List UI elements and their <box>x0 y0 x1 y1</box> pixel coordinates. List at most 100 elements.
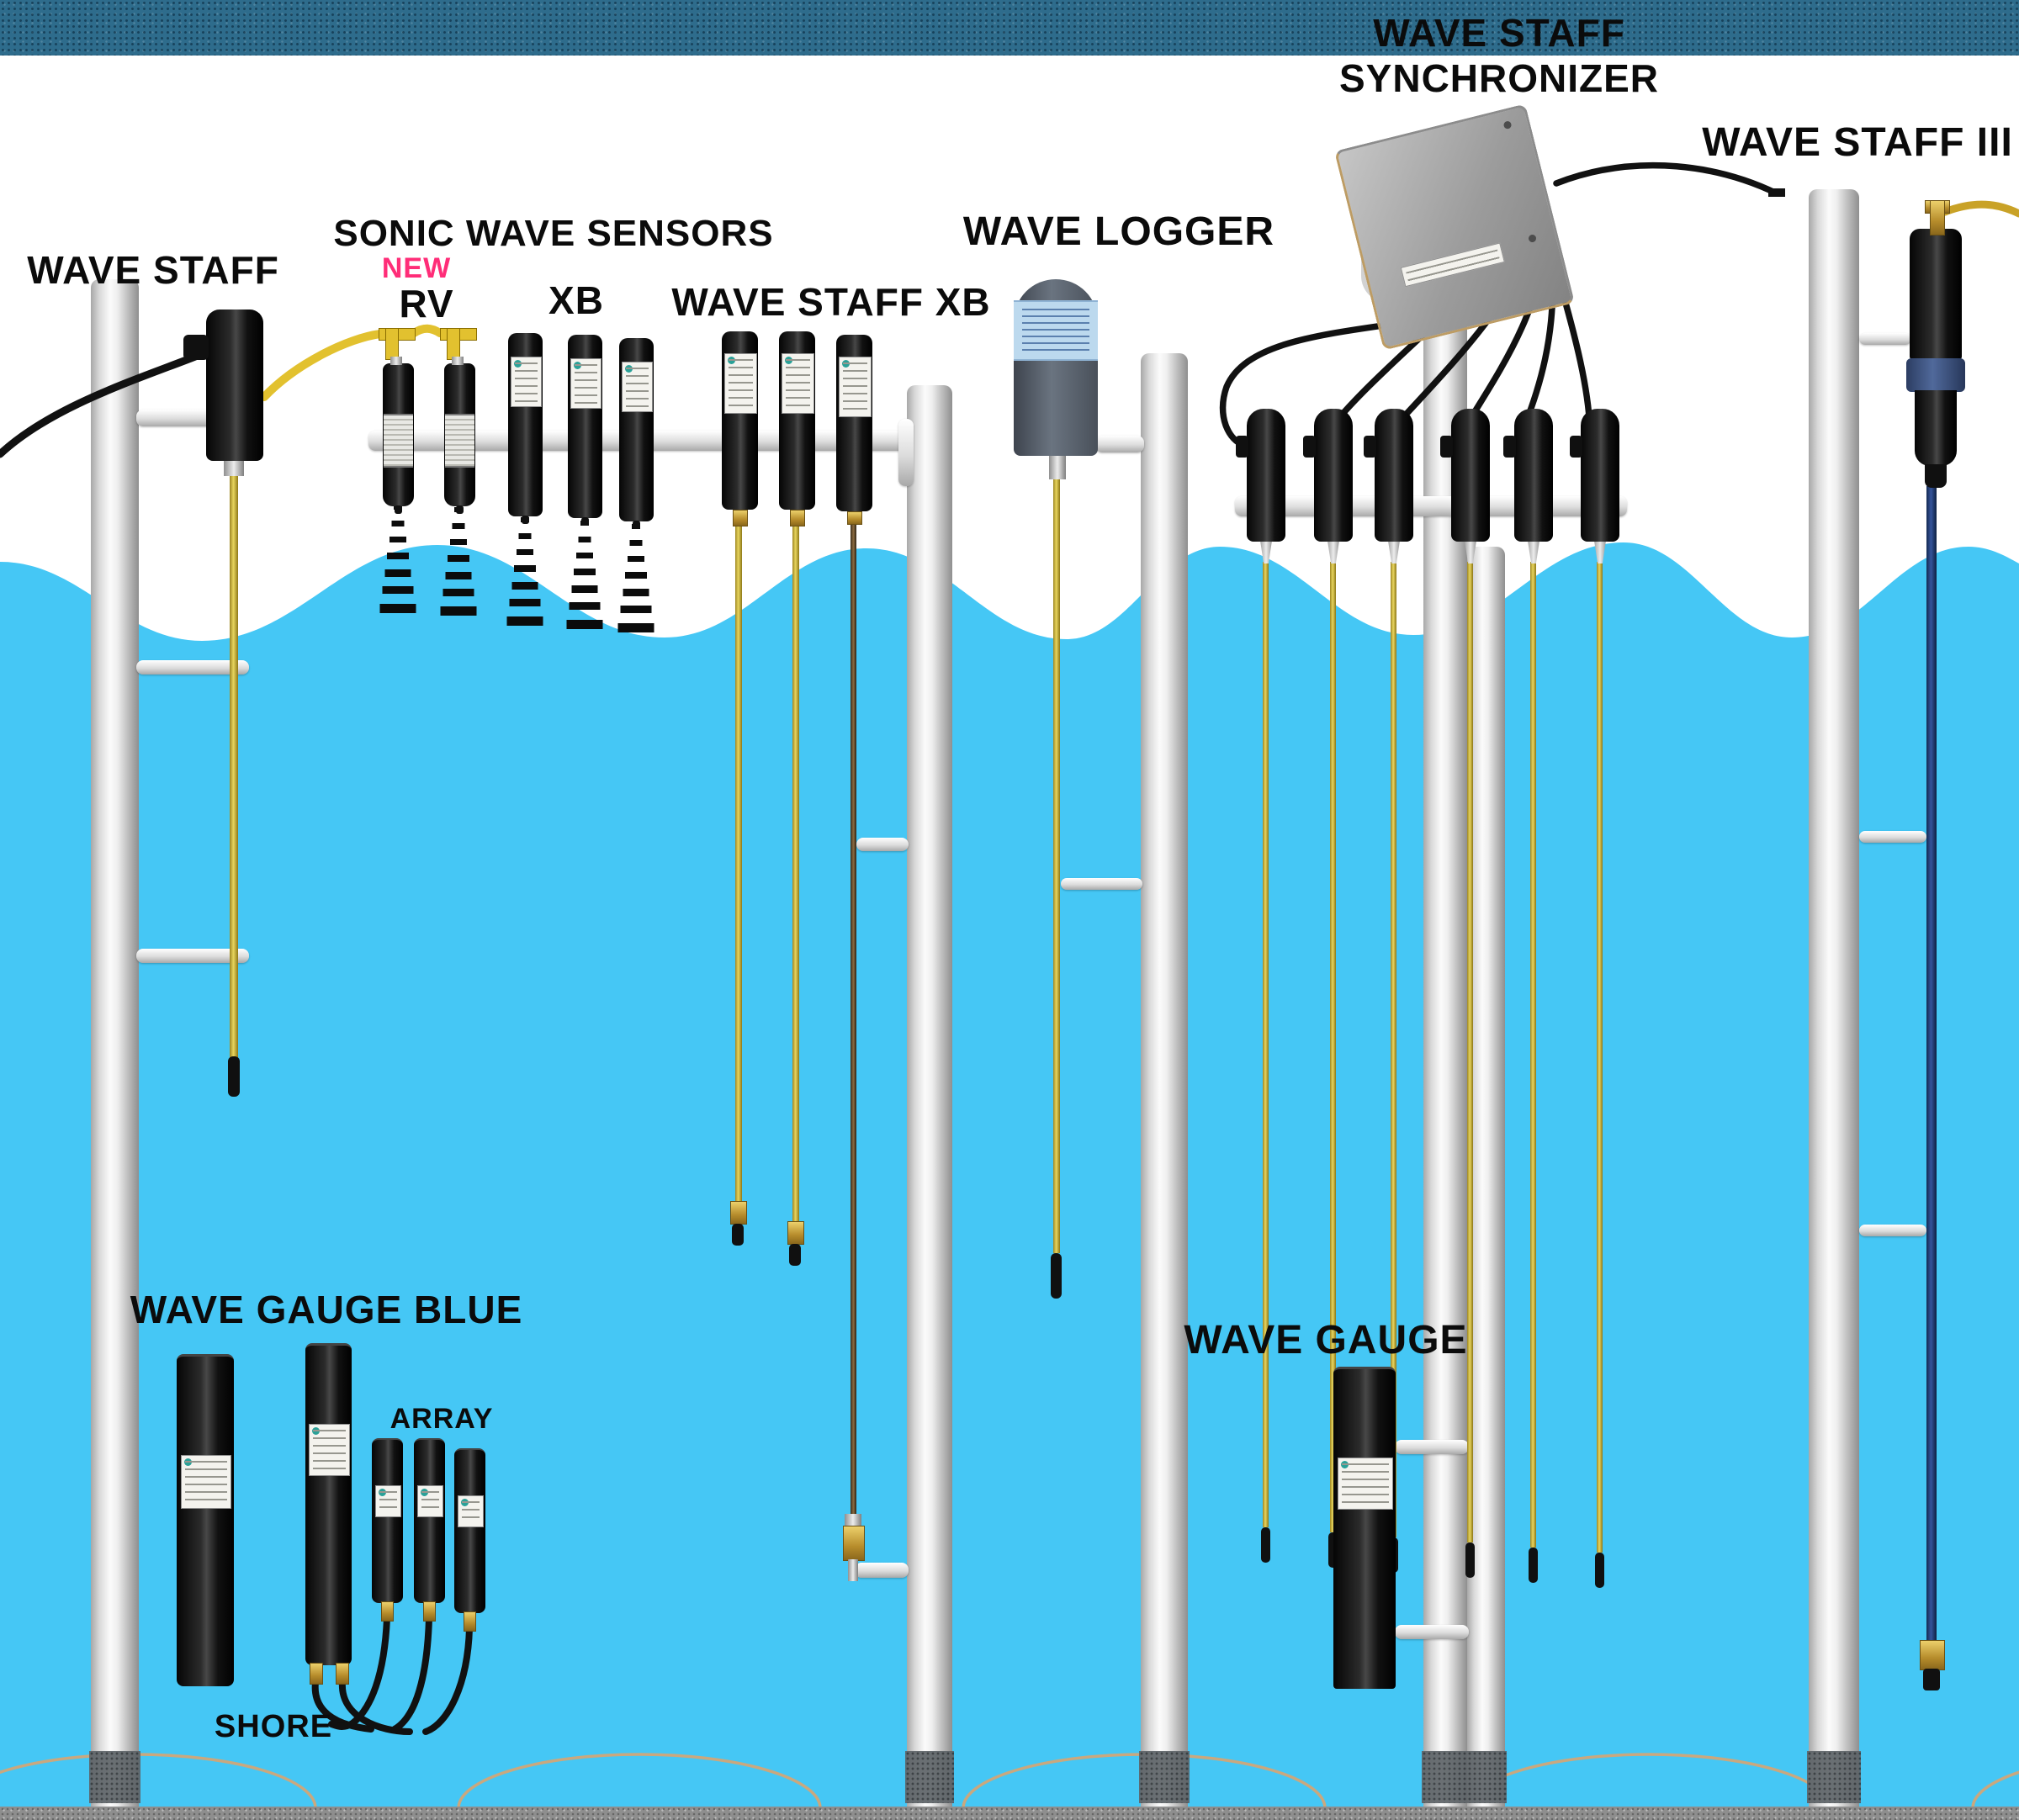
ground-strip <box>0 1807 2019 1820</box>
wave-staff-iii-blue-band <box>1906 358 1965 392</box>
sync-sensor-2-tip <box>1327 542 1339 563</box>
shore-cable-3 <box>328 1615 390 1730</box>
xb-sensor-3-tip <box>633 521 640 529</box>
wave-gauge-bracket-lower <box>1395 1625 1469 1639</box>
sync-sensor-rod-4-tip <box>1465 1542 1475 1578</box>
wave-staff-xb-sensor-1-label <box>724 353 757 414</box>
label-synchronizer-line1: WAVE STAFF <box>1373 11 1625 55</box>
sync-sensor-2 <box>1314 409 1353 542</box>
sonic-beam-rv-1 <box>379 505 416 613</box>
wave-staff-xb-rod-2 <box>792 523 799 1223</box>
synchronizer-box-label <box>1400 242 1505 288</box>
label-wave-logger: WAVE LOGGER <box>962 209 1275 254</box>
wave-staff-iii-rod-bracket-upper <box>1859 831 1926 843</box>
sync-sensor-5-connector <box>1503 436 1516 458</box>
xb-sensor-3-label <box>622 362 653 412</box>
sync-sensor-rod-2 <box>1330 562 1336 1532</box>
array-sensor-2-label <box>417 1485 443 1517</box>
pole-5 <box>1467 547 1505 1807</box>
wave-gauge-blue-nub-1 <box>310 1663 323 1685</box>
pole-2-base <box>905 1751 954 1803</box>
array-sensor-3 <box>454 1448 485 1613</box>
sync-sensor-rod-1-tip <box>1261 1527 1270 1563</box>
sync-sensor-rod-6 <box>1597 562 1603 1553</box>
array-sensor-2-nub <box>423 1601 436 1622</box>
sensor-row-bar-plate <box>898 419 914 486</box>
label-wave-staff: WAVE STAFF <box>27 248 279 292</box>
wave-staff-xb-rod-3-pin <box>848 1559 858 1581</box>
shore-cable-2 <box>338 1679 413 1735</box>
synchronizer-screw-1 <box>1502 120 1513 130</box>
sync-sensor-3-connector <box>1364 436 1376 458</box>
array-sensor-3-label <box>458 1495 484 1527</box>
shore-cable-5 <box>422 1625 473 1735</box>
sync-sensor-2-connector <box>1303 436 1316 458</box>
wave-staff-xb-sensor-3-tip <box>847 511 862 525</box>
wave-staff-xb-sensor-3-label <box>839 357 872 417</box>
rv-sensor-1-tip <box>395 505 402 514</box>
pole-4 <box>1423 320 1467 1807</box>
sync-sensor-1-tip <box>1260 542 1272 563</box>
label-array: ARRAY <box>389 1403 494 1435</box>
sync-sensor-4-connector <box>1440 436 1453 458</box>
seabed <box>0 0 2019 56</box>
rv-sensor-2-label <box>445 414 474 468</box>
wave-gauge-blue-large-1 <box>177 1354 234 1686</box>
synchronizer-sensor-bar <box>1235 496 1627 516</box>
wave-gauge-blue-large-2-label <box>309 1424 350 1476</box>
wave-staff-rod <box>230 475 238 1059</box>
label-wave-gauge-blue: WAVE GAUGE BLUE <box>130 1288 523 1331</box>
wave-logger-rod-bracket <box>1061 878 1142 890</box>
label-sonic-wave-sensors: SONIC WAVE SENSORS <box>333 213 774 254</box>
label-wave-gauge: WAVE GAUGE <box>1184 1318 1468 1362</box>
rv-sensor-2-elbow-v <box>447 328 460 360</box>
wave-staff-xb-rod-1-tip <box>732 1224 744 1246</box>
sync-sensor-rod-2-tip <box>1328 1532 1338 1568</box>
rv-yellow-cable-2 <box>410 324 444 337</box>
wave-gauge-blue-large-2 <box>305 1343 352 1665</box>
wave-logger-label <box>1014 300 1098 361</box>
label-new-badge: NEW <box>381 252 452 284</box>
water-surface <box>0 542 2019 1820</box>
array-sensor-1-nub <box>381 1601 394 1622</box>
pole-6 <box>1809 189 1859 1807</box>
wave-staff-mount-bar <box>136 410 214 426</box>
wave-staff-iii-rod <box>1926 486 1937 1640</box>
array-sensor-3-nub <box>464 1611 476 1632</box>
rv-yellow-cable-1 <box>260 330 384 401</box>
sync-sensor-rod-5 <box>1530 562 1536 1548</box>
pole-2-rod-bracket-lower <box>855 1563 909 1578</box>
sync-sensor-6-tip <box>1594 542 1606 563</box>
wave-staff-iii-mount-bar <box>1859 333 1911 345</box>
sync-sensor-rod-6-tip <box>1595 1553 1604 1588</box>
wave-staff-iii-elbow-v <box>1930 200 1945 235</box>
pole-1-rod-bracket-lower <box>136 949 249 963</box>
wave-staff-cable <box>0 352 199 458</box>
wave-staff-iii-rod-bracket-lower <box>1859 1225 1926 1236</box>
pole-2-rod-bracket-upper <box>856 838 909 851</box>
label-wave-staff-iii: WAVE STAFF III <box>1702 120 2013 165</box>
pole-3-base <box>1139 1751 1190 1803</box>
wave-staff-iii-rod-connector <box>1920 1640 1945 1670</box>
label-synchronizer-line2: SYNCHRONIZER <box>1338 56 1660 100</box>
synchronizer-screw-2 <box>1528 234 1537 243</box>
wave-staff-connector <box>183 335 209 360</box>
sync-sensor-rod-3 <box>1391 562 1396 1537</box>
xb-sensor-1-tip <box>522 516 529 524</box>
label-shore: SHORE <box>214 1709 333 1744</box>
wave-gauge-blue-nub-2 <box>336 1663 349 1685</box>
sync-sensor-1 <box>1247 409 1285 542</box>
wave-gauge-blue-large-1-label <box>181 1455 231 1509</box>
rv-sensor-2-tip <box>456 505 464 514</box>
sync-sensor-3-tip <box>1388 542 1400 563</box>
array-sensor-1 <box>372 1438 403 1603</box>
wave-staff-rod-tip <box>228 1056 240 1097</box>
pole-3 <box>1141 353 1188 1807</box>
rv-sensor-1-neck <box>390 357 402 365</box>
sync-sensor-1-connector <box>1236 436 1248 458</box>
wave-staff-tip <box>224 461 244 476</box>
wave-staff-iii-lower-body <box>1915 390 1957 466</box>
sync-sensor-3 <box>1375 409 1413 542</box>
